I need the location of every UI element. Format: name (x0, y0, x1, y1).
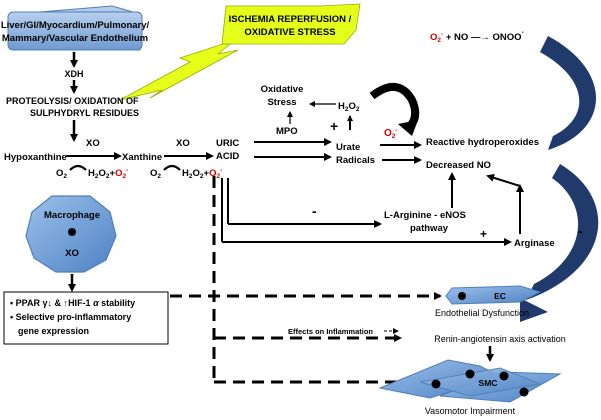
uric-line2: ACID (216, 151, 239, 162)
macrophage-nucleus (68, 228, 76, 236)
smc-nucleus-3 (499, 371, 509, 381)
o2minus-mid: O2- (384, 127, 398, 140)
ppar-line1: • PPAR γ↓ & ↑HIF-1 α stability (10, 298, 135, 308)
arrow-arginase-to-no (486, 173, 521, 187)
sources-line1: Liver/GI/Myocardium/Pulmonary/ (1, 20, 150, 31)
uric-line1: URIC (216, 138, 239, 149)
hypoxanthine-label: Hypoxanthine (4, 152, 67, 163)
ppar-line2: • Selective pro-inflammatory (10, 312, 131, 322)
o2-2: O2 (150, 168, 161, 180)
curved-arrow-icon-2 (163, 164, 181, 171)
curved-arrow-navy-1 (540, 36, 596, 150)
ppar-line3: gene expression (18, 326, 89, 336)
xo-label-1: XO (86, 138, 100, 149)
navy-arrow-head (520, 298, 548, 322)
reaction-text: O2- + NO —→ ONOO- (430, 29, 524, 44)
effects-inflammation-label: Effects on Inflammation (288, 327, 373, 336)
macrophage-xo: XO (65, 248, 79, 259)
plus-sign-1: + (330, 118, 338, 134)
oxidative-line1: Oxidative (261, 84, 304, 95)
curved-arrow-navy-2 (526, 164, 599, 300)
lightning-bolt-icon (119, 39, 239, 101)
sources-line2: Mammary/Vascular Endothelium (2, 33, 148, 44)
vasomotor-label: Vasomotor Impairment (425, 406, 516, 416)
ischemia-line1: ISCHEMIA REPERFUSION / (229, 14, 352, 25)
ischemia-box: ISCHEMIA REPERFUSION / OXIDATIVE STRESS (221, 3, 361, 45)
endothelial-dysfunction-label: Endothelial Dysfunction (435, 308, 529, 318)
curved-arrow-icon (69, 164, 87, 171)
smc-nucleus-4 (519, 387, 529, 397)
h2o2-1: H2O2+O2- (88, 167, 128, 180)
curved-arrow-big-icon (369, 83, 420, 132)
proteolysis-line2: SULPHYDRYL RESIDUES (30, 108, 139, 118)
xanthine-label: Xanthine (122, 152, 162, 163)
xo-label-2: XO (176, 138, 190, 149)
larginine-line1: L-Arginine - eNOS (384, 210, 466, 221)
macrophage-octagon: Macrophage XO (25, 195, 117, 273)
oxidative-line2: Stress (267, 97, 296, 108)
mpo-label: MPO (276, 126, 298, 137)
smc-nucleus-1 (431, 379, 441, 389)
smc-nucleus-2 (465, 369, 475, 379)
macrophage-label: Macrophage (44, 210, 100, 221)
ec-cell: EC (445, 285, 542, 305)
arginase-label: Arginase (514, 238, 555, 249)
urate-line2: Radicals (336, 155, 375, 166)
reactive-hydroperoxides-label: Reactive hydroperoxides (426, 137, 539, 148)
ec-label: EC (494, 291, 506, 301)
ppar-box: • PPAR γ↓ & ↑HIF-1 α stability • Selecti… (3, 291, 169, 345)
h2o2-2: H2O2+O2- (182, 167, 222, 180)
renin-label: Renin-angiotensin axis activation (434, 334, 566, 344)
curved-arrow-big-head (398, 120, 418, 136)
ischemia-line2: OXIDATIVE STRESS (244, 27, 335, 38)
larginine-line2: pathway (410, 223, 449, 234)
minus-sign-2: - (578, 223, 583, 239)
smc-label: SMC (479, 378, 498, 388)
minus-sign-1: - (312, 203, 317, 219)
o2-1: O2 (56, 168, 67, 180)
sources-box: Liver/GI/Myocardium/Pulmonary/ Mammary/V… (1, 5, 150, 51)
xdh-label: XDH (64, 69, 83, 79)
proteolysis-line1: PROTEOLYSIS/ OXIDATION OF (6, 96, 139, 106)
plus-sign-2: + (480, 227, 487, 241)
ec-nucleus (458, 292, 466, 300)
urate-line1: Urate (336, 142, 360, 153)
decreased-no-label: Decreased NO (426, 160, 491, 171)
h2o2-mid: H2O2 (338, 101, 360, 113)
smc-cells: SMC (378, 359, 562, 403)
